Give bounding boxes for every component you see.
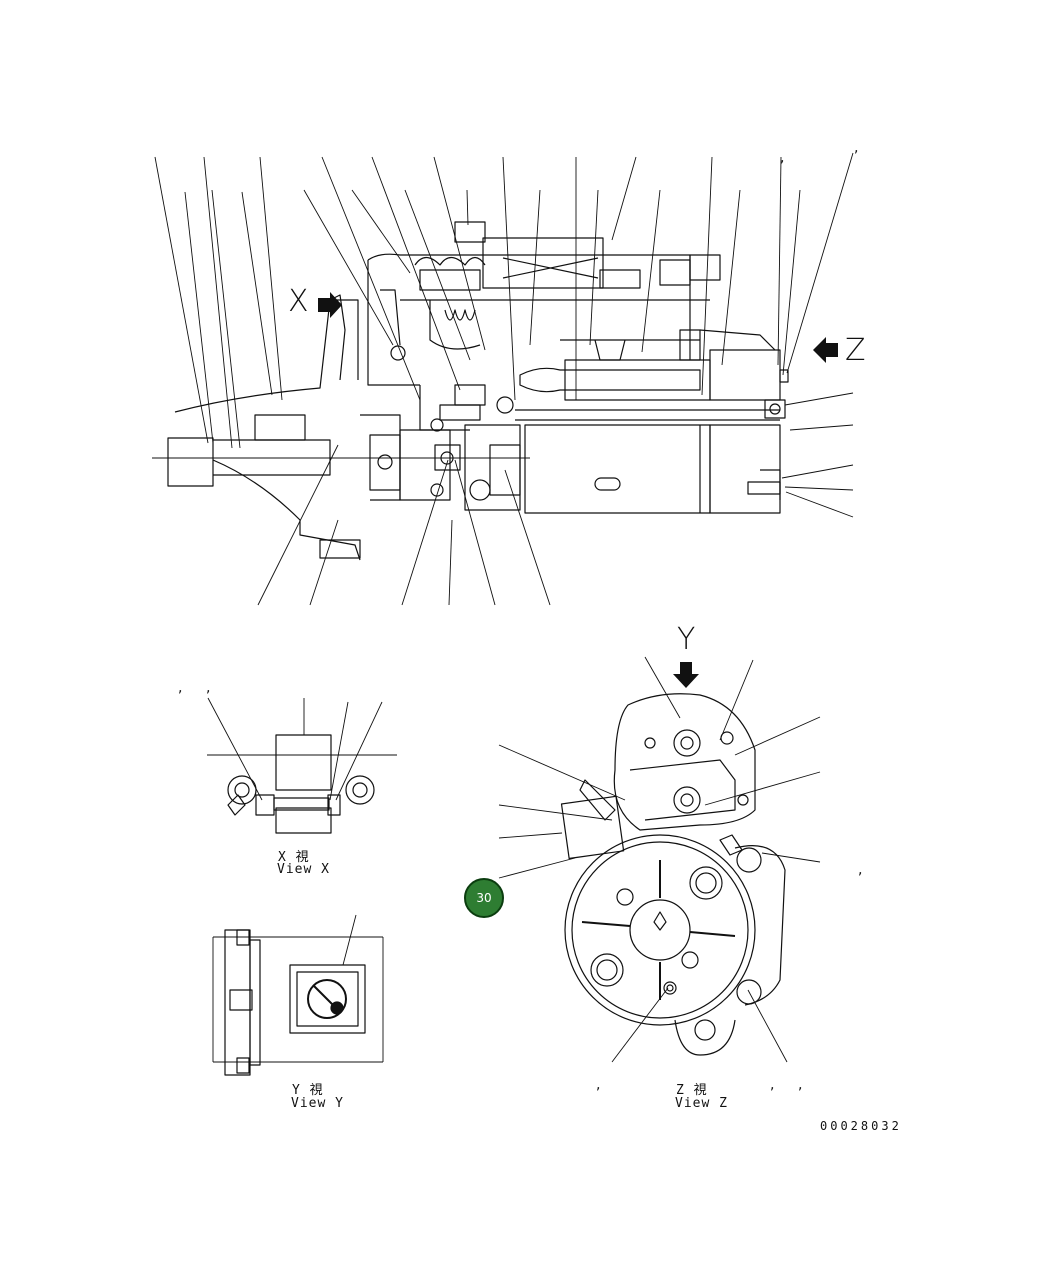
main-section-view bbox=[152, 152, 854, 606]
leader-lines-bottom bbox=[257, 444, 551, 606]
front-housing bbox=[167, 253, 691, 561]
overrunning-clutch bbox=[360, 396, 521, 511]
magnetic-switch bbox=[400, 221, 721, 350]
separator-comma: , bbox=[206, 680, 211, 696]
z-view-marker: Z bbox=[845, 333, 866, 368]
callout-badge[interactable]: 30 bbox=[464, 878, 504, 918]
view-x-caption-jp: X 視 bbox=[278, 850, 310, 865]
view-x-drawing bbox=[207, 697, 397, 834]
y-view-marker: Y bbox=[677, 622, 696, 657]
y-view-arrow bbox=[673, 662, 699, 688]
separator-comma: , bbox=[178, 680, 183, 696]
leader-lines-top bbox=[154, 152, 854, 449]
view-y-caption-jp: Y 視 bbox=[292, 1083, 324, 1098]
view-z-caption-jp: Z 視 bbox=[676, 1083, 708, 1098]
x-view-arrow bbox=[318, 292, 342, 318]
view-y-caption-en: View Y bbox=[291, 1096, 344, 1111]
leader-lines-right bbox=[781, 392, 854, 518]
view-z-drawing bbox=[498, 656, 821, 1063]
separator-comma: , bbox=[780, 150, 785, 166]
separator-comma: , bbox=[798, 1077, 803, 1093]
x-view-marker: X bbox=[288, 284, 309, 319]
separator-comma: , bbox=[858, 862, 863, 878]
shift-lever bbox=[380, 289, 486, 431]
view-z-caption-en: View Z bbox=[675, 1096, 728, 1111]
motor-yoke bbox=[515, 329, 789, 514]
separator-comma: , bbox=[770, 1077, 775, 1093]
view-x-caption-en: View X bbox=[277, 862, 330, 877]
view-y-drawing bbox=[212, 914, 384, 1076]
drawing-number: 00028032 bbox=[820, 1119, 902, 1133]
z-view-arrow bbox=[813, 337, 838, 363]
separator-comma: , bbox=[596, 1077, 601, 1093]
separator-comma: , bbox=[854, 140, 859, 156]
